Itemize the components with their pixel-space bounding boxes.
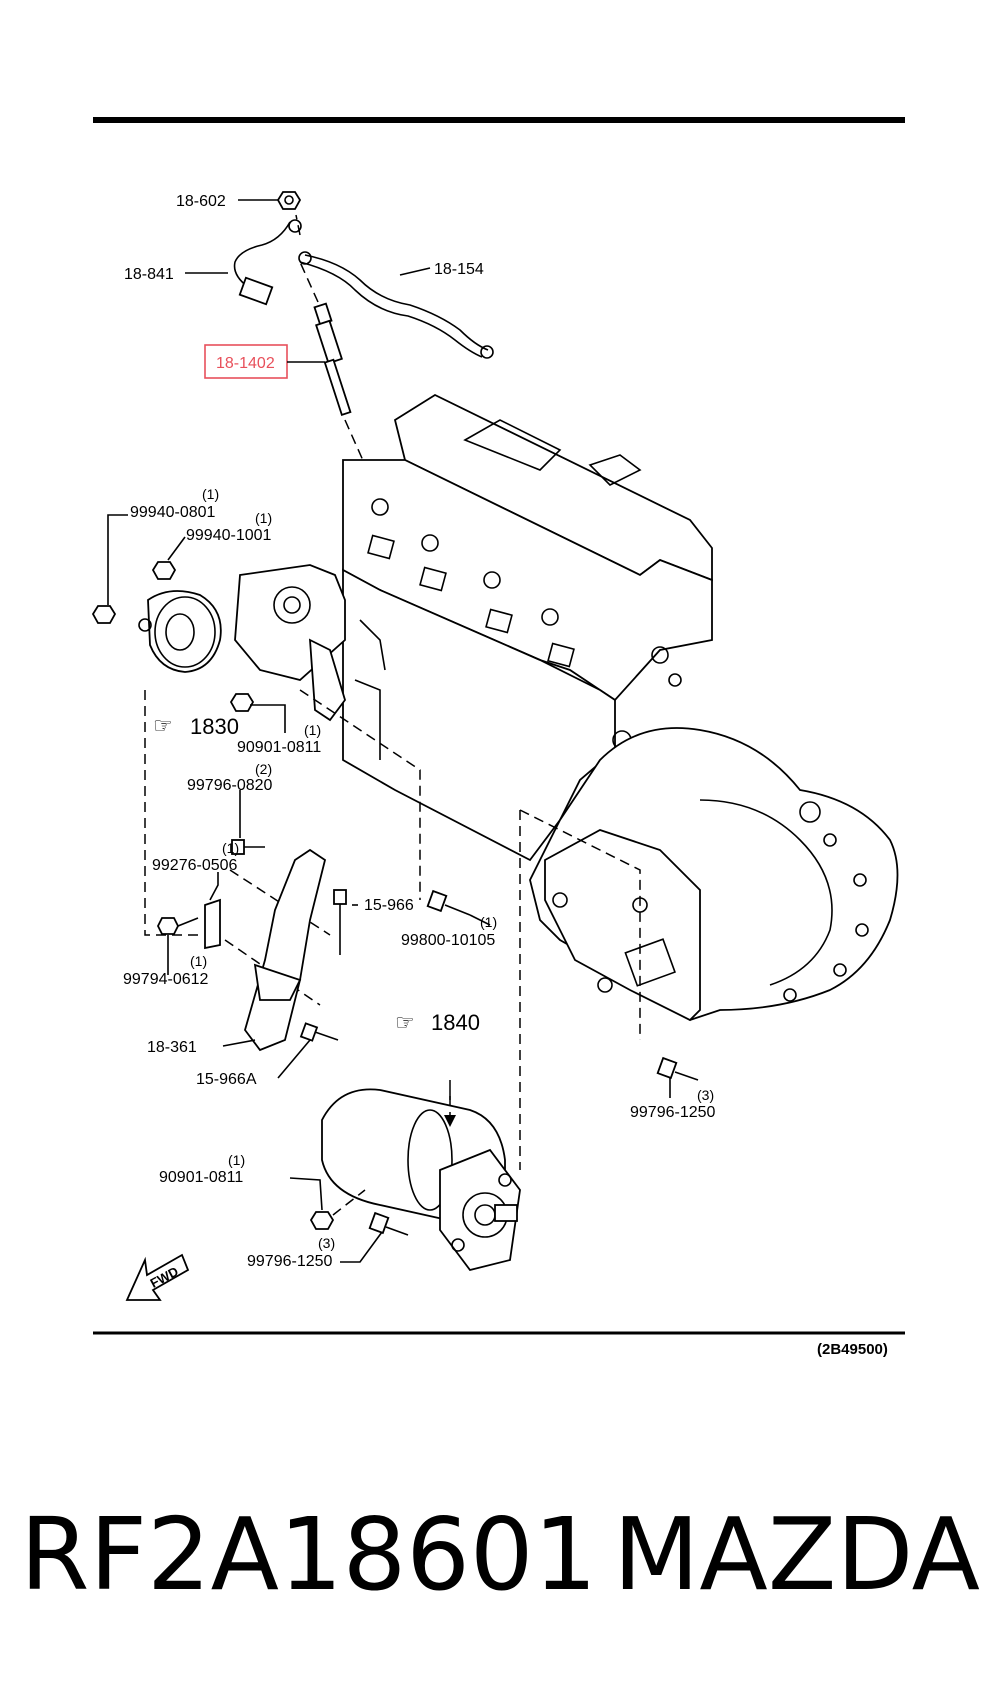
engine-block xyxy=(342,393,899,1022)
fwd-arrow: FWD xyxy=(125,1253,190,1301)
caption: RF2A18601 MAZDA xyxy=(20,1480,980,1630)
caption-part-number: RF2A18601 xyxy=(20,1496,598,1613)
part-label-99796-1250-a: 99796-1250 xyxy=(630,1104,716,1121)
part-label-18-361: 18-361 xyxy=(147,1039,197,1056)
qty-90901-0811-b: (1) xyxy=(228,1152,245,1168)
part-label-99940-1001: 99940-1001 xyxy=(186,527,272,544)
diagram-code: (2B49500) xyxy=(817,1341,888,1358)
lower-bracket-group xyxy=(156,839,699,1081)
part-label-99796-1250-b: 99796-1250 xyxy=(247,1253,333,1270)
leader-lines xyxy=(107,199,671,1263)
qty-99796-1250-a: (3) xyxy=(697,1087,714,1103)
qty-99940-1001: (1) xyxy=(255,510,272,526)
caption-brand: MAZDA xyxy=(613,1496,980,1613)
part-label-90901-0811-a: 90901-0811 xyxy=(237,739,321,756)
part-label-99796-0820: 99796-0820 xyxy=(187,777,273,794)
ref-arrow-1840: ☞ xyxy=(395,1010,415,1035)
part-label-18-602: 18-602 xyxy=(176,193,226,210)
starter-motor xyxy=(309,1080,521,1272)
qty-99800-10105: (1) xyxy=(480,914,497,930)
part-label-90901-0811-b: 90901-0811 xyxy=(159,1169,243,1186)
part-label-18-841: 18-841 xyxy=(124,266,174,283)
ref-label-1840: 1840 xyxy=(431,1010,480,1035)
qty-99796-1250-b: (3) xyxy=(318,1235,335,1251)
qty-99796-0820: (2) xyxy=(255,761,272,777)
part-label-99794-0612: 99794-0612 xyxy=(123,971,209,988)
part-label-99800-10105: 99800-10105 xyxy=(401,932,495,949)
qty-99276-0506: (1) xyxy=(222,840,239,856)
qty-90901-0811-a: (1) xyxy=(304,722,321,738)
ref-label-1830: 1830 xyxy=(190,714,239,739)
fwd-label: FWD xyxy=(148,1264,181,1291)
ref-arrow-1830: ☞ xyxy=(153,713,173,738)
part-label-18-154: 18-154 xyxy=(434,261,484,278)
part-label-18-1402: 18-1402 xyxy=(216,355,275,372)
vacuum-pump-group xyxy=(91,561,641,1170)
qty-99794-0612: (1) xyxy=(190,953,207,969)
qty-99940-0801: (1) xyxy=(202,486,219,502)
part-label-99276-0506: 99276-0506 xyxy=(152,857,238,874)
part-label-15-966A: 15-966A xyxy=(196,1071,257,1088)
part-label-99940-0801: 99940-0801 xyxy=(130,504,216,521)
part-label-15-966: 15-966 xyxy=(364,897,414,914)
